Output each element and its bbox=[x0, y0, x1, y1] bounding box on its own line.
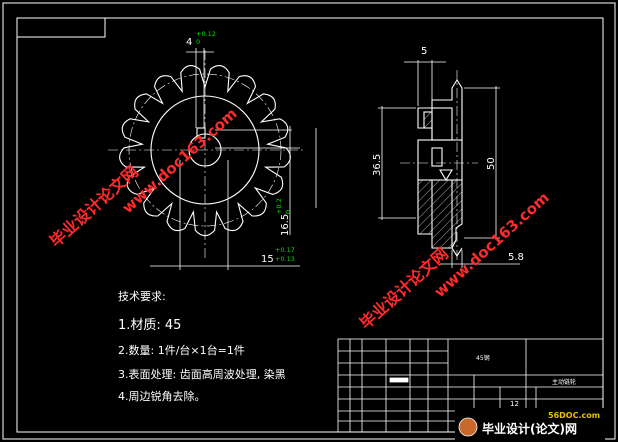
side-bottom-width-dimension bbox=[440, 250, 520, 268]
corner-logo-cn: 毕业设计(论文)网 bbox=[482, 421, 577, 436]
requirements-heading: 技术要求: bbox=[118, 290, 166, 303]
corner-logo: 56DOC.com 毕业设计(论文)网 bbox=[455, 408, 605, 440]
hub-height-dimension bbox=[215, 126, 300, 235]
keyway-width-label: 4 bbox=[186, 37, 192, 48]
requirement-item-1: 1.材质: 45 bbox=[118, 318, 181, 333]
title-scale: 12 bbox=[510, 400, 519, 408]
keyway-dimension bbox=[186, 48, 214, 128]
hub-tol-upper: +0.2 bbox=[275, 198, 283, 214]
hub-height-label: 16.5 bbox=[280, 214, 291, 236]
title-part-name: 主动链轮 bbox=[552, 378, 576, 386]
side-left-height-label: 36.5 bbox=[372, 154, 383, 176]
bore-dim-label: 15 bbox=[261, 254, 274, 265]
bore-tol-lower: +0.13 bbox=[275, 255, 295, 263]
hub-tol-lower: 0 bbox=[284, 210, 292, 214]
requirement-item-4: 4.周边锐角去除。 bbox=[118, 389, 206, 403]
sprocket-side-view bbox=[417, 78, 463, 258]
logo-emblem-icon bbox=[458, 417, 478, 437]
side-right-height-label: 50 bbox=[486, 157, 497, 170]
side-top-width-dimension bbox=[404, 60, 446, 106]
bore-dimension bbox=[150, 160, 300, 270]
bore-tol-upper: +0.17 bbox=[275, 246, 295, 254]
requirement-item-2: 2.数量: 1件/台×1台=1件 bbox=[118, 343, 245, 357]
inner-border bbox=[16, 17, 604, 433]
side-right-height-dimension bbox=[464, 86, 500, 240]
keyway-tol-upper: +0.12 bbox=[196, 30, 216, 38]
title-material: 45钢 bbox=[476, 354, 490, 362]
keyway-tol-lower: 0 bbox=[196, 38, 200, 46]
corner-logo-text: 56DOC.com bbox=[548, 411, 600, 420]
side-bottom-width-label: 5.8 bbox=[508, 252, 524, 263]
corner-label-box bbox=[17, 18, 106, 38]
requirement-item-3: 3.表面处理: 齿面高周波处理, 染黑 bbox=[118, 367, 286, 381]
keyway-slot bbox=[196, 127, 206, 139]
side-left-height-dimension bbox=[378, 106, 416, 220]
side-top-width-label: 5 bbox=[421, 46, 427, 57]
